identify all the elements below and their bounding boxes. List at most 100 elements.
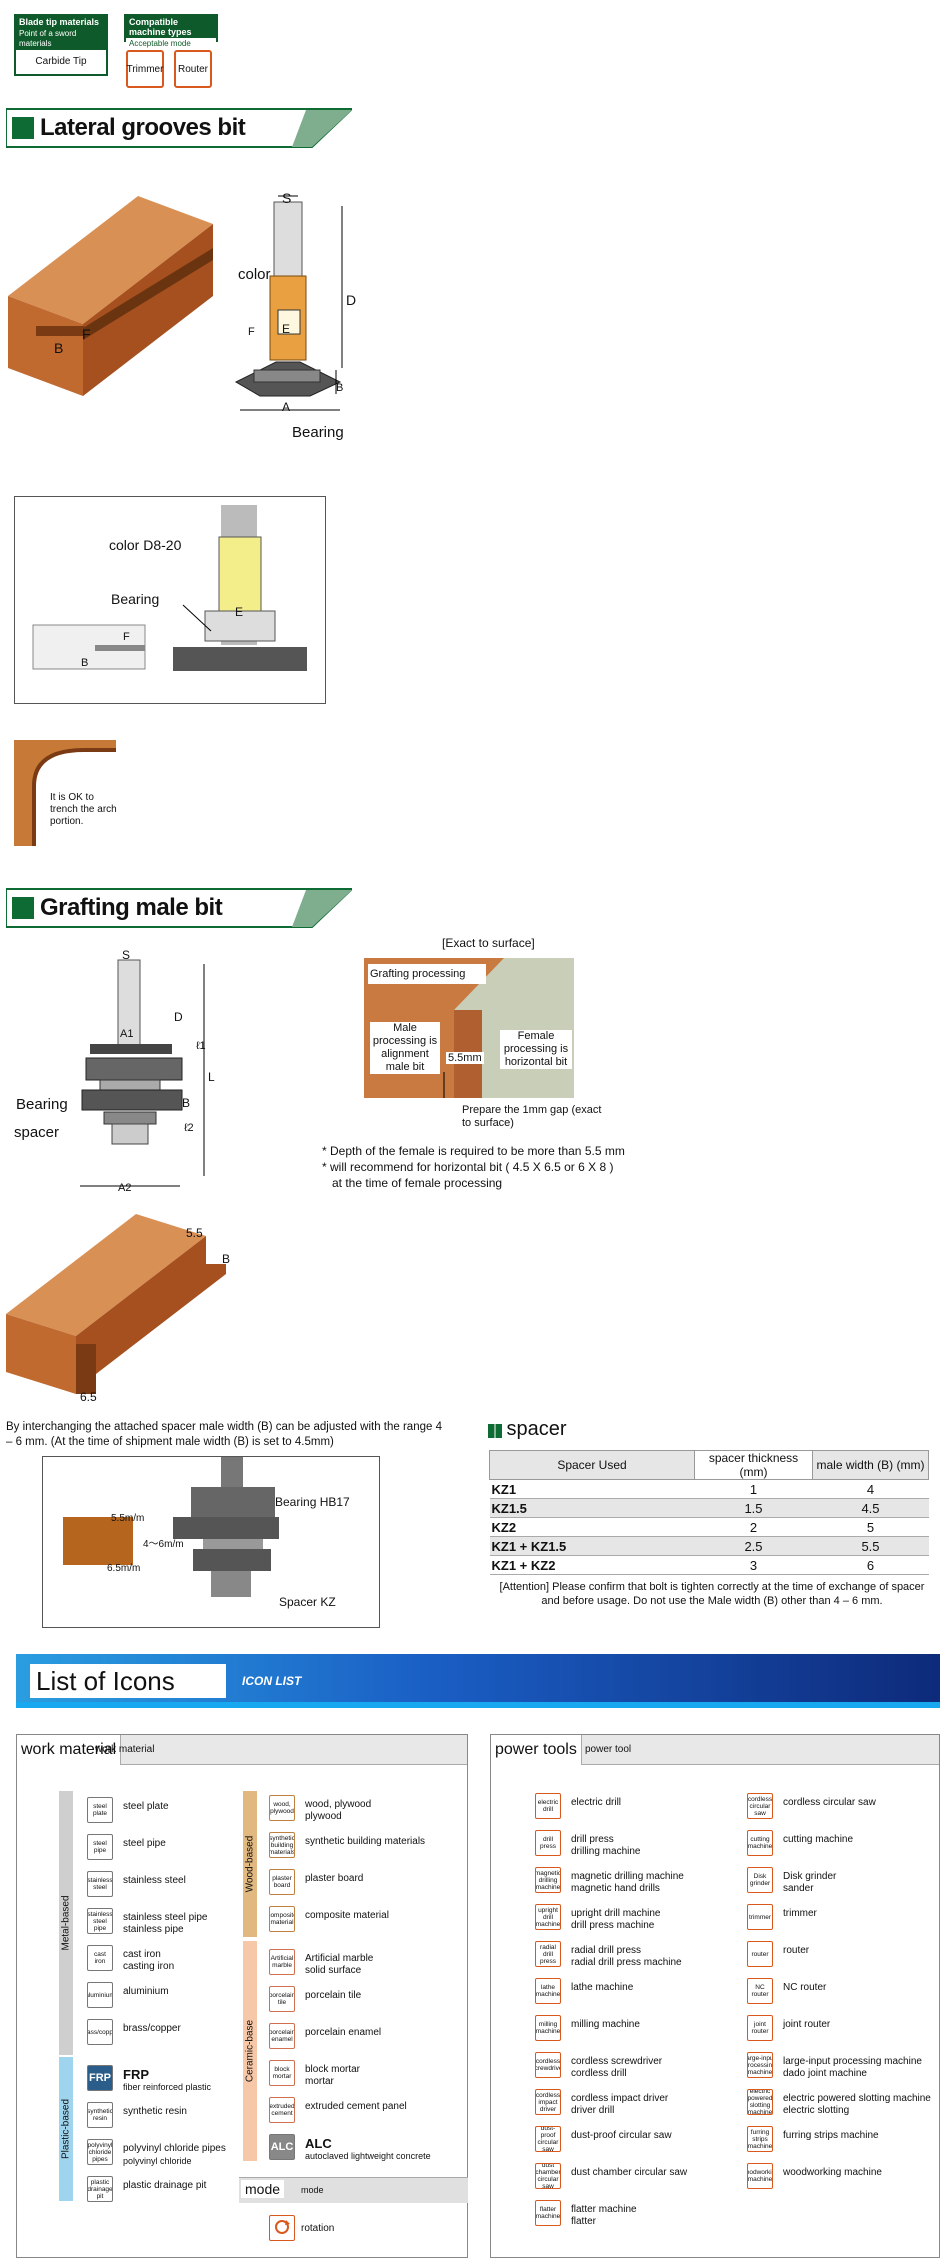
exact-title: [Exact to surface] [442,936,535,950]
diag-bearing: Bearing HB17 [275,1495,350,1509]
machine-badge: Compatible machine types Acceptable mode [124,14,218,50]
blade-tip-value: Carbide Tip [35,56,87,67]
grafting-processing-label: Grafting processing [370,968,466,980]
adjust-text: By interchanging the attached spacer mal… [6,1421,442,1448]
material-icon: electric powered slotting machine [747,2089,773,2115]
dim-s: S [282,190,292,206]
box-color-label: color D8-20 [109,537,182,553]
table-cell: 4.5 [812,1498,929,1518]
color-label: color [238,266,271,283]
material-icon: synthetic building materials [269,1832,295,1858]
router-icon: Router [174,50,212,88]
dim-e: E [282,322,291,336]
icon-list-banner: List of Icons ICON LIST [16,1654,940,1708]
dim-b: B [336,382,344,394]
icon-label: trimmer [783,1908,817,1919]
work-material-title: work material [17,1735,122,1765]
material-icon: cordless impact driver [535,2089,561,2115]
material-icon: stainless steel [87,1871,113,1897]
icon-list-subtitle: ICON LIST [242,1674,302,1688]
table-cell: 1.5 [694,1498,813,1518]
box-e-label: E [235,605,244,619]
grafting-block-illustration [6,1214,226,1394]
material-icon: cutting machine [747,1830,773,1856]
plastic-label: Plastic-based [60,2098,72,2160]
work-material-sub: work material [95,1744,155,1755]
icon-label: dust chamber circular saw [571,2167,688,2178]
blade-tip-badge: Blade tip materials Point of a sword mat… [14,14,108,76]
metal-label: Metal-based [60,1895,72,1951]
machine-title: Compatible machine types [126,16,216,38]
material-icon: radial drill press [535,1941,561,1967]
icon-label: plastic drainage pit [123,2180,207,2191]
material-icon: dust chamber circular saw [535,2163,561,2189]
material-icon: joint router [747,2015,773,2041]
section-title: Grafting male bit [40,894,223,921]
material-icon: synthetic resin [87,2102,113,2128]
dim-a1: A1 [120,1028,134,1040]
material-icon: lathe machine [535,1978,561,2004]
material-icon: dust-proof circular saw [535,2126,561,2152]
icon-label: porcelain tile [305,1990,362,2001]
material-icon: polyvinyl chloride pipes [87,2139,113,2165]
dim-a: A [282,400,291,414]
grafting-bit-illustration [80,959,205,1187]
diag-6-5: 6.5m/m [107,1563,141,1574]
material-icon: magnetic drilling machine [535,1867,561,1893]
col-header: spacer thickness (mm) [694,1450,813,1480]
arch-portion-illustration [14,740,116,846]
trimmer-icon: Trimmer [126,50,164,88]
spacer-title-text: spacer [506,1418,567,1440]
material-icon: stainless steel pipe [87,1908,113,1934]
rotation-label: rotation [301,2223,335,2234]
material-icon: drill press [535,1830,561,1856]
mode-header: mode mode [239,2177,468,2203]
material-icon: router [747,1941,773,1967]
material-icon: steel plate [87,1797,113,1823]
icon-label: NC router [783,1982,827,1993]
blade-tip-title: Blade tip materials [16,16,106,28]
spacer-title: spacer [488,1418,566,1441]
material-icon: FRP [87,2065,113,2091]
material-icon: trimmer [747,1904,773,1930]
icon-list-title-box: List of Icons [30,1664,226,1698]
cross-section-drawing [32,505,307,671]
icon-label: furring strips machine [783,2130,879,2141]
power-tools-sub: power tool [585,1744,632,1755]
mode-sub: mode [301,2185,324,2195]
dim-f: F [248,326,255,338]
icon-label: electric drill [571,1797,622,1808]
col-header: male width (B) (mm) [812,1450,929,1480]
material-icon: plastic drainage pit [87,2176,113,2202]
table-cell: 1 [694,1479,813,1499]
mode-title: mode [241,2180,285,2198]
section-header-grafting: Grafting male bit [6,888,352,928]
note-2: * will recommend for horizontal bit ( 4.… [322,1160,614,1174]
icon-label: cordless circular saw [783,1797,876,1808]
icon-label: synthetic building materials [305,1836,426,1847]
box-f-label: F [123,631,130,643]
section-square-icon [12,117,34,139]
dim-s2: S [122,948,131,962]
dim-f-block: F [82,326,91,342]
material-icon: steel pipe [87,1834,113,1860]
power-tools-header: power tools power tool [491,1735,939,1765]
section-title: Lateral grooves bit [40,114,246,141]
material-icon: upright drill machine [535,1904,561,1930]
dim-d2: D [174,1010,183,1024]
material-icon: composite material [269,1906,295,1932]
icon-label: plaster board [305,1873,364,1884]
icon-list-title: List of Icons [36,1666,175,1696]
gap-note: Prepare the 1mm gap (exact to surface) [462,1104,602,1129]
material-icon: Artificial marble [269,1949,295,1975]
work-material-header: work material work material [17,1735,467,1765]
